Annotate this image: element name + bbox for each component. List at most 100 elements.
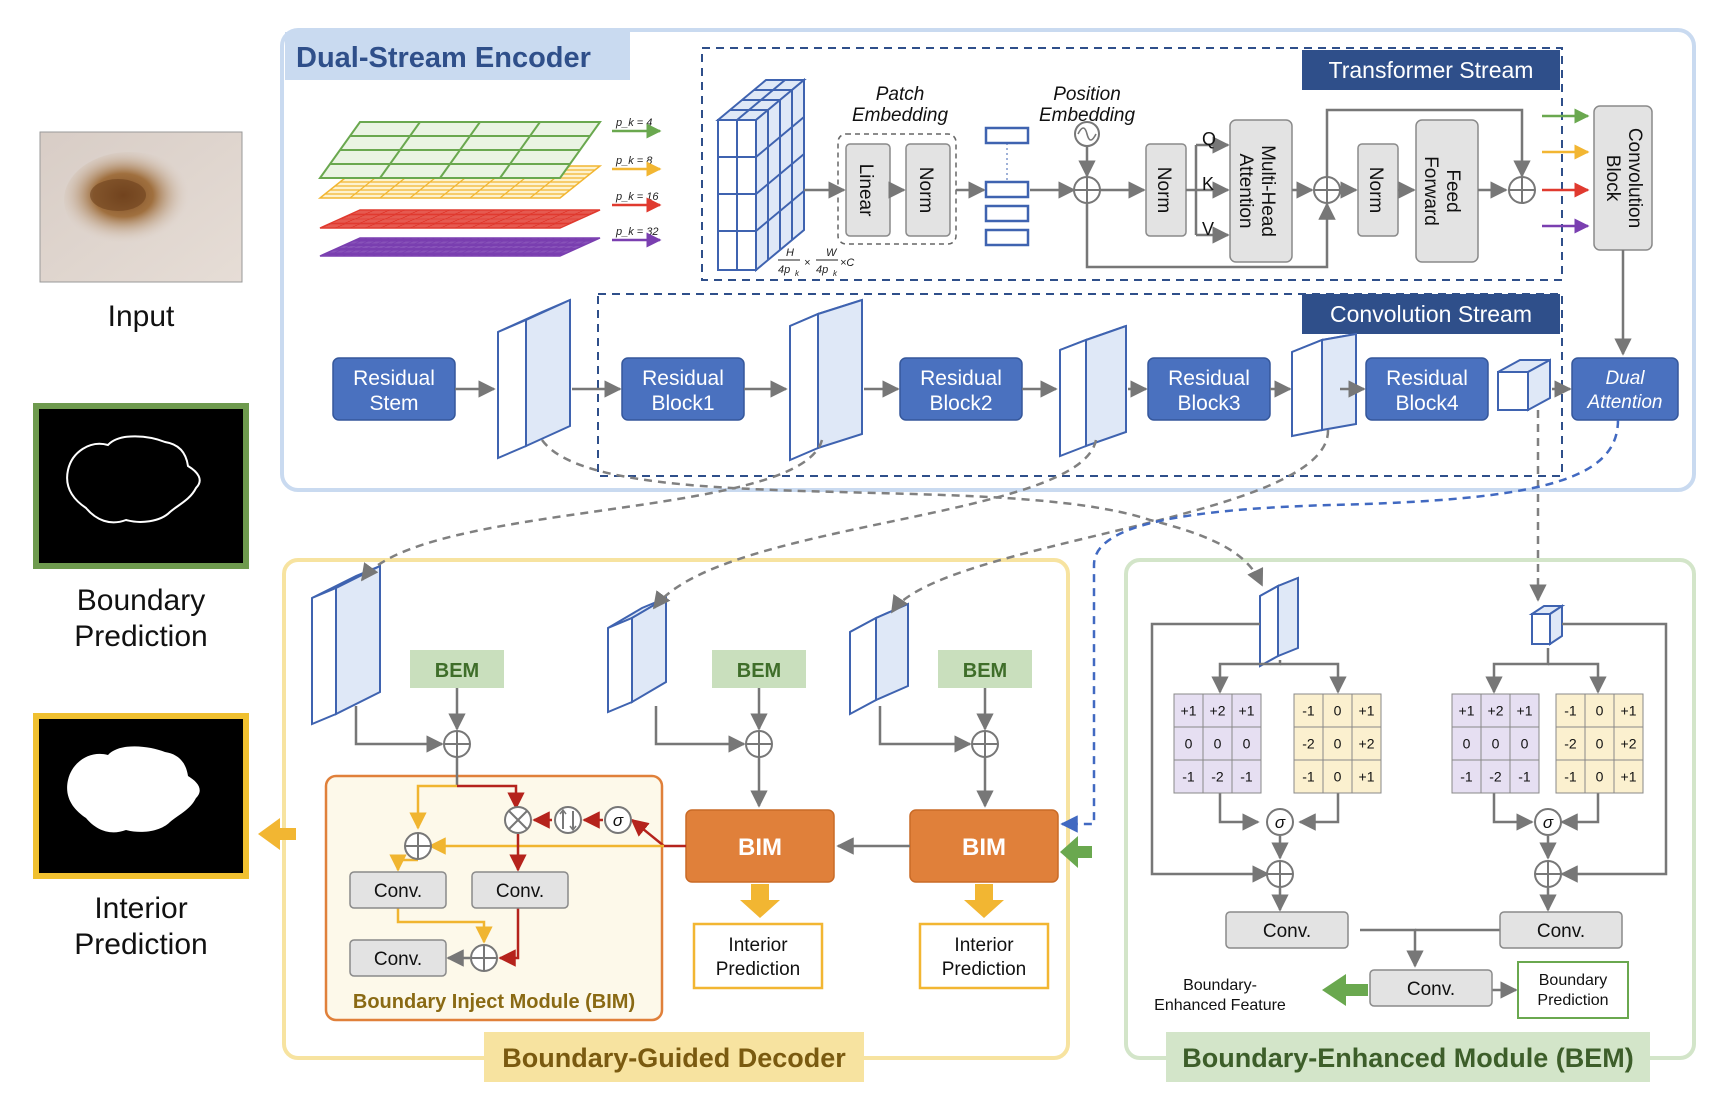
matrix-value: +2 bbox=[1210, 703, 1226, 719]
transformer-stream-title: Transformer Stream bbox=[1329, 57, 1534, 83]
bem-conv-1: Conv. bbox=[1225, 911, 1349, 949]
qkv-branches: Q K V bbox=[1186, 129, 1230, 244]
svg-text:Block4: Block4 bbox=[1395, 392, 1458, 415]
matrix-value: +2 bbox=[1359, 736, 1375, 752]
svg-text:Conv.: Conv. bbox=[374, 949, 422, 970]
bim-block-1: BIM bbox=[685, 809, 835, 883]
svg-text:Norm: Norm bbox=[1153, 167, 1174, 213]
feature-map-1 bbox=[497, 298, 571, 460]
yellow-output-arrow bbox=[258, 818, 296, 850]
matrix-value: +1 bbox=[1239, 703, 1255, 719]
matrix-value: +1 bbox=[1517, 703, 1533, 719]
boundary-enhanced-feature-label-2: Enhanced Feature bbox=[1154, 997, 1286, 1014]
matrix-value: 0 bbox=[1334, 703, 1342, 719]
patch-grids bbox=[317, 121, 603, 257]
matrix-value: 0 bbox=[1596, 769, 1604, 785]
matrix-value: +1 bbox=[1359, 703, 1375, 719]
matrix-value: -2 bbox=[1489, 769, 1502, 785]
bem-feature-map-2 bbox=[1528, 604, 1566, 646]
feature-map-5 bbox=[1497, 358, 1551, 412]
bem-conv-3: Conv. bbox=[1369, 969, 1493, 1007]
position-embedding-label: Position bbox=[1053, 84, 1121, 105]
green-feature-arrow bbox=[1322, 974, 1368, 1006]
matrix-value: 0 bbox=[1596, 736, 1604, 752]
residual-block-3: Residual Block3 bbox=[1147, 357, 1271, 421]
svg-text:Residual: Residual bbox=[642, 367, 724, 390]
svg-text:Residual: Residual bbox=[1168, 367, 1250, 390]
scale-arrows bbox=[1542, 108, 1590, 234]
encoder-panel: Dual-Stream Encoder bbox=[280, 28, 1696, 492]
invert-icon bbox=[554, 806, 582, 834]
feature-map-4 bbox=[1291, 332, 1357, 438]
decoder-title: Boundary-Guided Decoder bbox=[502, 1043, 846, 1073]
position-embedding-icon bbox=[1074, 121, 1100, 147]
matrix-value: +1 bbox=[1621, 703, 1637, 719]
svg-text:Q: Q bbox=[1202, 129, 1216, 149]
svg-text:Conv.: Conv. bbox=[374, 881, 422, 902]
bem-feature-map-1 bbox=[1259, 576, 1299, 668]
token-sequence bbox=[984, 126, 1030, 247]
norm-block bbox=[905, 143, 951, 237]
bim-internal-flow bbox=[389, 757, 686, 967]
convolution-stream: Convolution Stream bbox=[597, 293, 1563, 477]
residual-stem: Residual Stem bbox=[332, 357, 456, 421]
bem-boundary-prediction-box: Boundary Prediction bbox=[1517, 961, 1629, 1019]
svg-text:K: K bbox=[1202, 174, 1214, 194]
matrix-value: 0 bbox=[1185, 736, 1193, 752]
svg-text:Patch: Patch bbox=[876, 84, 925, 105]
residual-block-1: Residual Block1 bbox=[621, 357, 745, 421]
add-icon bbox=[404, 832, 432, 860]
interior-prediction-box-1: Interior Prediction bbox=[692, 922, 824, 990]
add-icon bbox=[1313, 176, 1341, 204]
residual-block-4: Residual Block4 bbox=[1365, 357, 1489, 421]
sigma-icon: σ bbox=[1266, 808, 1294, 836]
svg-text:Linear: Linear bbox=[855, 164, 876, 217]
svg-text:Interior: Interior bbox=[728, 935, 788, 956]
matrix-value: +2 bbox=[1621, 736, 1637, 752]
input-label: Input bbox=[108, 300, 175, 333]
matrix-value: -1 bbox=[1460, 769, 1473, 785]
sigma-icon: σ bbox=[1534, 808, 1562, 836]
svg-text:Prediction: Prediction bbox=[942, 959, 1027, 980]
svg-text:Conv.: Conv. bbox=[1407, 979, 1455, 1000]
svg-text:BIM: BIM bbox=[738, 834, 782, 861]
add-icon bbox=[971, 730, 999, 758]
patch-scale-legend: p_k = 4 p_k = 8 p_k = 16 p_k = 32 bbox=[612, 117, 662, 248]
svg-text:Conv.: Conv. bbox=[496, 881, 544, 902]
matrix-cell bbox=[1509, 759, 1540, 794]
svg-text:×C: ×C bbox=[840, 257, 854, 269]
svg-text:4p: 4p bbox=[778, 264, 790, 276]
patch-embedding: Patch Embedding Linear Norm bbox=[837, 84, 957, 245]
skip-connections bbox=[360, 410, 1547, 614]
svg-text:W: W bbox=[826, 247, 838, 259]
residual-block-2: Residual Block2 bbox=[899, 357, 1023, 421]
bem-box-1: BEM bbox=[410, 650, 504, 688]
matrix-value: -2 bbox=[1564, 736, 1577, 752]
svg-text:Embedding: Embedding bbox=[852, 105, 949, 126]
down-arrow-yellow bbox=[740, 884, 1004, 918]
matrix-value: 0 bbox=[1521, 736, 1529, 752]
svg-text:H: H bbox=[786, 247, 794, 259]
svg-text:Block1: Block1 bbox=[651, 392, 714, 415]
grid-pk4 bbox=[318, 121, 602, 179]
matrix-value: 0 bbox=[1492, 736, 1500, 752]
bim-block-2: BIM bbox=[909, 809, 1059, 883]
svg-text:k: k bbox=[795, 269, 800, 278]
svg-text:Feed: Feed bbox=[1442, 169, 1463, 212]
matrix-value: -1 bbox=[1302, 703, 1315, 719]
encoder-title: Dual-Stream Encoder bbox=[296, 42, 591, 74]
svg-text:σ: σ bbox=[613, 811, 624, 830]
add-icon bbox=[443, 730, 471, 758]
matrix-value: 0 bbox=[1243, 736, 1251, 752]
matrix-value: -1 bbox=[1182, 769, 1195, 785]
transformer-stream: Transformer Stream bbox=[701, 47, 1563, 281]
matrix-value: -1 bbox=[1240, 769, 1253, 785]
scale-label-4: p_k = 4 bbox=[615, 117, 652, 129]
matrix-value: +1 bbox=[1459, 703, 1475, 719]
svg-text:Norm: Norm bbox=[1365, 167, 1386, 213]
svg-text:Prediction: Prediction bbox=[716, 959, 801, 980]
